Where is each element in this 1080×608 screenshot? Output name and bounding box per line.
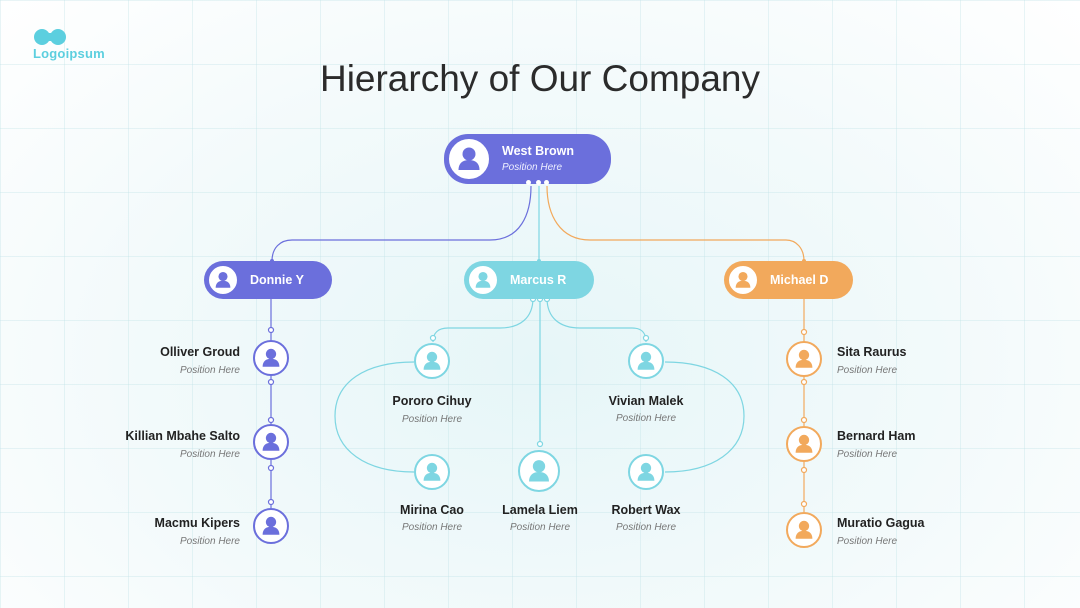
member-name: Olliver Groud <box>160 345 240 359</box>
member-position: Position Here <box>837 449 898 460</box>
ceo-name: West Brown <box>502 144 574 158</box>
ceo-position: Position Here <box>502 162 563 173</box>
user-avatar-icon <box>518 450 560 492</box>
user-avatar-icon <box>786 512 822 548</box>
manager-name: Marcus R <box>510 273 567 287</box>
user-avatar-icon <box>786 426 822 462</box>
member-name: Robert Wax <box>611 503 681 517</box>
user-avatar-icon <box>253 424 289 460</box>
manager-card-michael: Michael D <box>724 261 853 299</box>
user-avatar-icon <box>467 264 499 296</box>
member-name: Sita Raurus <box>837 345 907 359</box>
member-name: Bernard Ham <box>837 429 916 443</box>
manager-name: Donnie Y <box>250 273 304 287</box>
manager-name: Michael D <box>770 273 829 287</box>
member-position: Position Here <box>837 536 898 547</box>
user-avatar-icon <box>414 343 450 379</box>
manager-card-marcus: Marcus R <box>464 261 594 299</box>
member-name: Pororo Cihuy <box>392 394 472 408</box>
member-position: Position Here <box>179 449 240 460</box>
logo-icon <box>34 29 66 45</box>
member-name: Macmu Kipers <box>154 516 240 530</box>
member-name: Killian Mbahe Salto <box>125 429 240 443</box>
member-position: Position Here <box>401 522 463 533</box>
user-avatar-icon <box>253 340 289 376</box>
page-title: Hierarchy of Our Company <box>319 58 761 99</box>
member-position: Position Here <box>837 365 898 376</box>
member-position: Position Here <box>401 414 463 425</box>
ceo-card: West Brown Position Here <box>444 134 611 185</box>
member-position: Position Here <box>615 522 677 533</box>
manager-card-donnie: Donnie Y <box>204 261 332 299</box>
user-avatar-icon <box>253 508 289 544</box>
member-name: Muratio Gagua <box>837 516 925 530</box>
user-avatar-icon <box>786 341 822 377</box>
user-avatar-icon <box>447 137 491 181</box>
user-avatar-icon <box>207 264 239 296</box>
logo-text: Logoipsum <box>33 46 105 61</box>
user-avatar-icon <box>727 264 759 296</box>
member-position: Position Here <box>509 522 571 533</box>
member-name: Mirina Cao <box>400 503 464 517</box>
member-position: Position Here <box>179 365 240 376</box>
user-avatar-icon <box>628 454 664 490</box>
user-avatar-icon <box>414 454 450 490</box>
member-name: Lamela Liem <box>502 503 578 517</box>
member-position: Position Here <box>179 536 240 547</box>
member-name: Vivian Malek <box>608 394 684 408</box>
member-position: Position Here <box>615 413 677 424</box>
user-avatar-icon <box>628 343 664 379</box>
